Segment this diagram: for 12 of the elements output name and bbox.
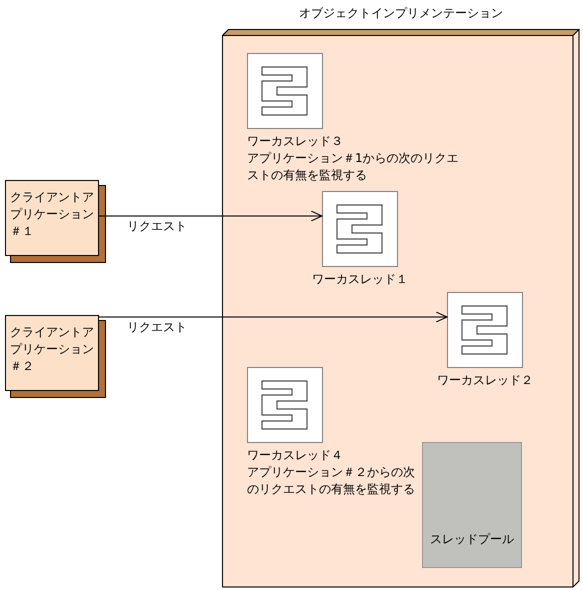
thread-description: アプリケーション＃1からの次のリクエストの有無を監視する bbox=[247, 150, 460, 184]
thread-description: アプリケーション＃２からの次のリクエストの有無を監視する bbox=[247, 464, 415, 498]
pool-box: スレッドプール bbox=[422, 442, 522, 568]
thread-label: ワーカスレッド２ bbox=[436, 372, 534, 389]
thread-label: ワーカスレッド１ bbox=[311, 271, 409, 288]
arrow bbox=[98, 312, 448, 322]
edge-label: リクエスト bbox=[127, 319, 187, 336]
edge-label: リクエスト bbox=[127, 218, 187, 235]
thread-label: ワーカスレッド４ bbox=[247, 447, 344, 464]
arrow bbox=[98, 210, 322, 222]
frame-title: オブジェクトインプリメンテーション bbox=[298, 5, 504, 22]
thread-label: ワーカスレッド３ bbox=[247, 133, 344, 150]
